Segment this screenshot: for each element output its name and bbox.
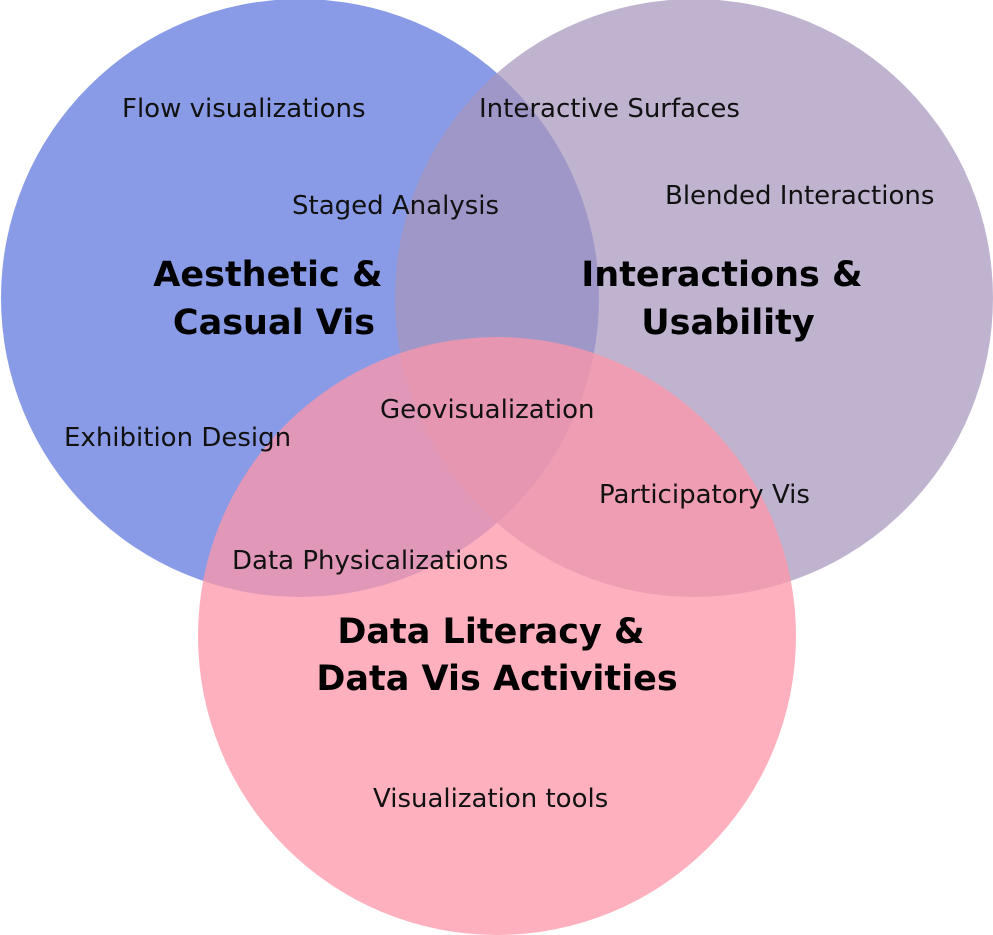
data-literacy-circle xyxy=(198,337,796,935)
literacy-title-line1: Data Literacy & xyxy=(337,612,644,652)
aesthetic-casual-vis-title: Aesthetic & Casual Vis xyxy=(153,255,394,343)
interactions-usability-title: Interactions & Usability xyxy=(581,255,874,343)
topic-interactive-surfaces: Interactive Surfaces xyxy=(479,94,740,124)
topic-staged-analysis: Staged Analysis xyxy=(292,191,499,221)
topic-visualization-tools: Visualization tools xyxy=(373,784,608,814)
topic-exhibition-design: Exhibition Design xyxy=(64,423,291,453)
interactions-title-line1: Interactions & xyxy=(581,255,862,295)
topic-flow-visualizations: Flow visualizations xyxy=(122,94,366,124)
interactions-title-line2: Usability xyxy=(641,303,815,343)
topic-blended-interactions: Blended Interactions xyxy=(665,181,934,211)
topic-participatory-vis: Participatory Vis xyxy=(599,480,810,510)
aesthetic-title-line2: Casual Vis xyxy=(173,303,375,343)
topic-geovisualization: Geovisualization xyxy=(380,395,594,425)
literacy-title-line2: Data Vis Activities xyxy=(316,659,677,699)
aesthetic-title-line1: Aesthetic & xyxy=(153,255,382,295)
topic-data-physicalizations: Data Physicalizations xyxy=(232,546,508,576)
data-literacy-title: Data Literacy & Data Vis Activities xyxy=(316,612,677,699)
